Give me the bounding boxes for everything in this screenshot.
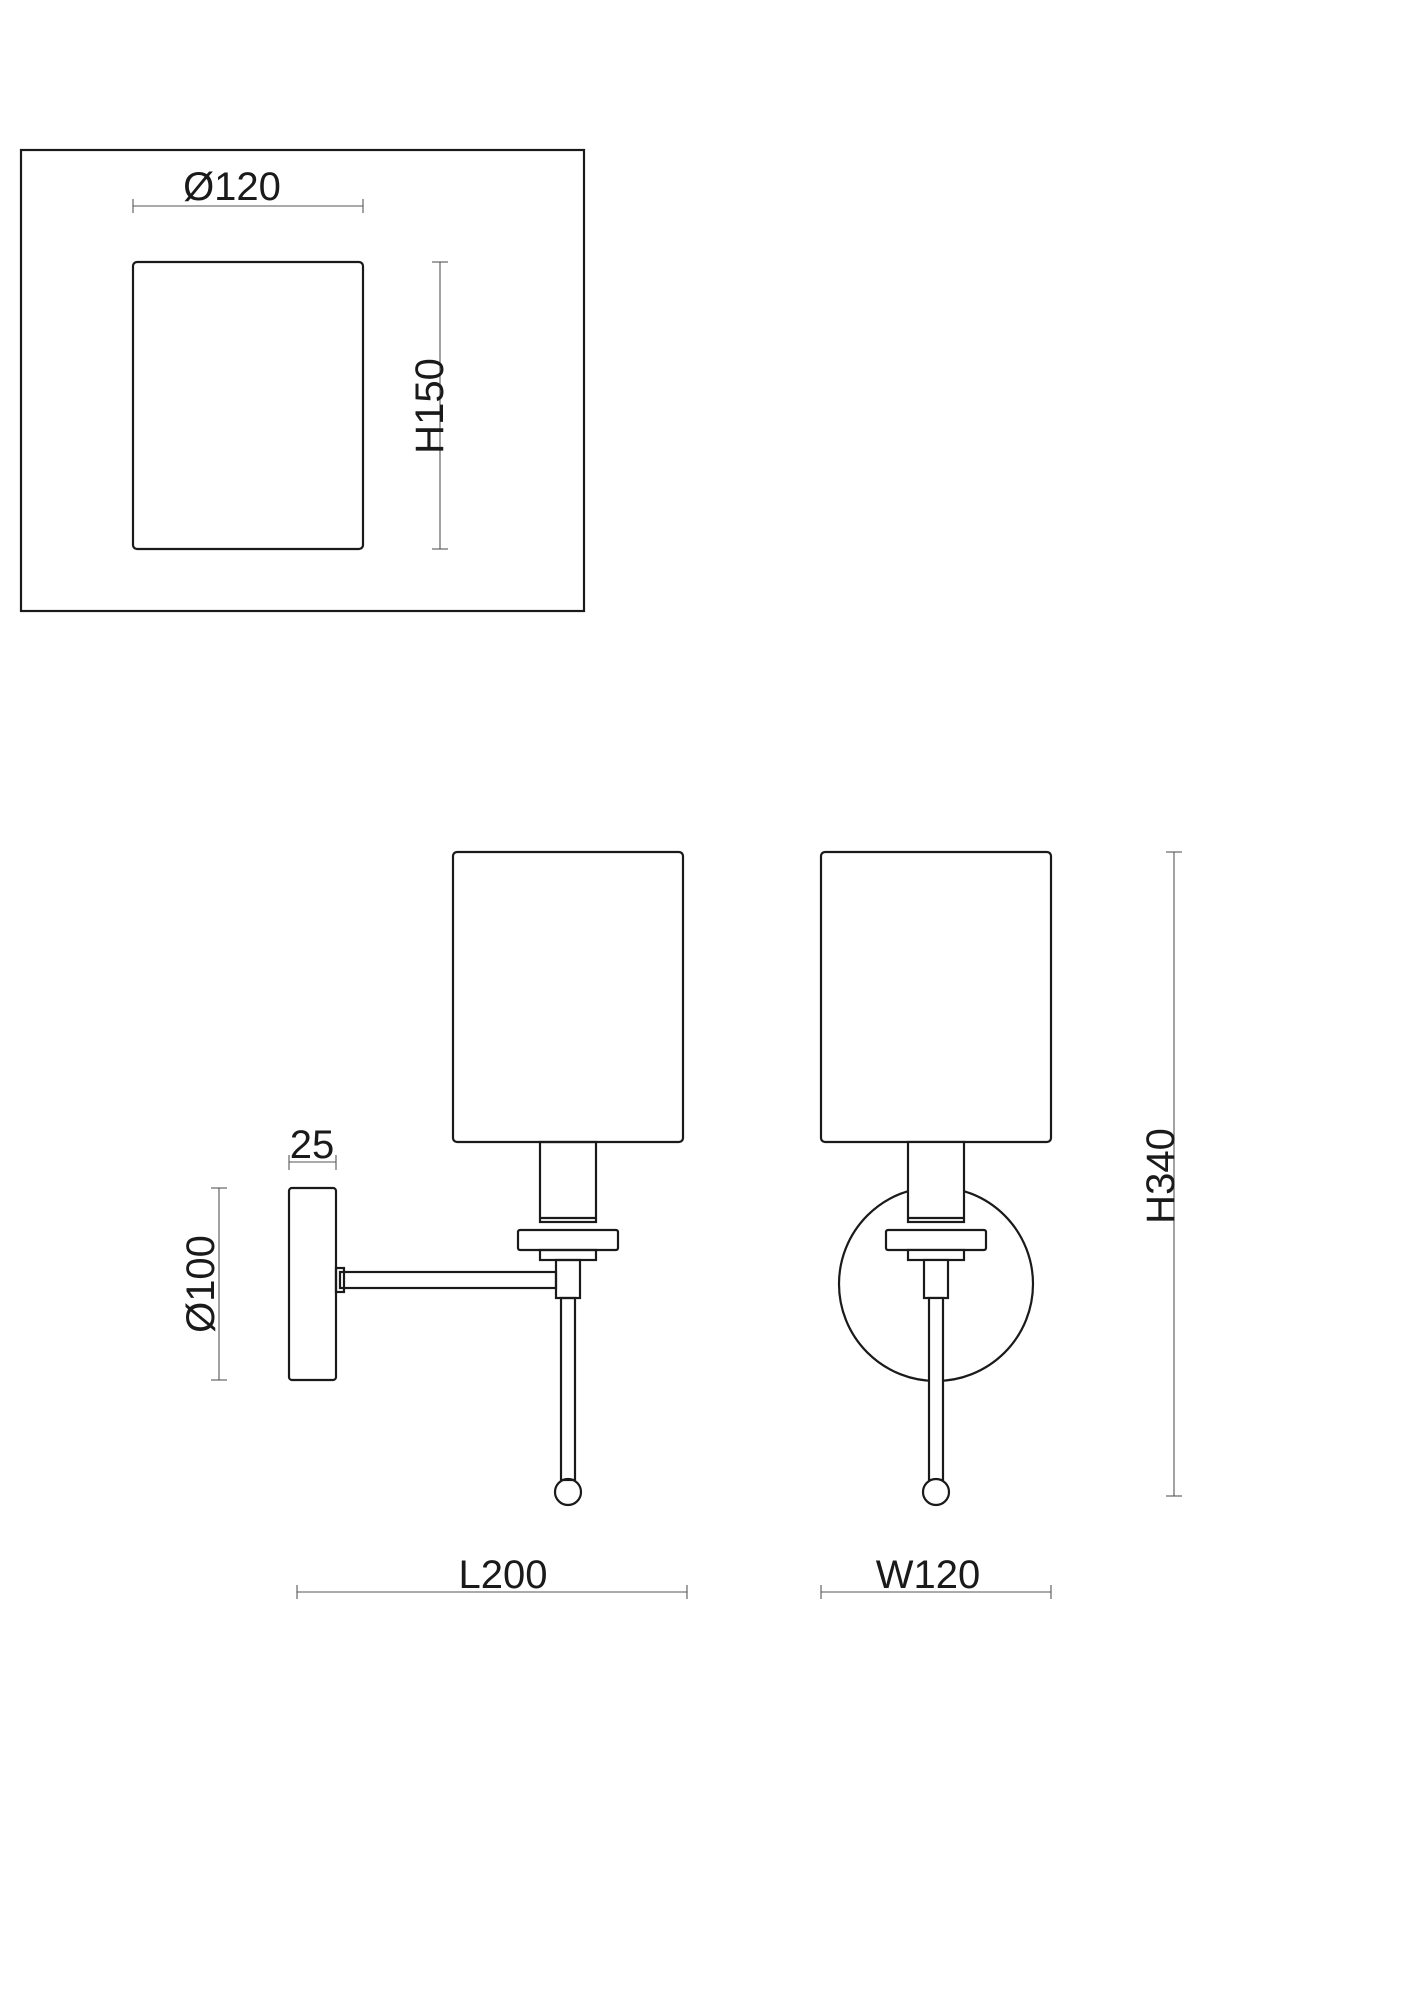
front-drop-rod: [927, 1296, 945, 1482]
shade-diameter-label: Ø120: [183, 165, 281, 209]
side-arm: [338, 1270, 558, 1290]
length-label: L200: [459, 1553, 548, 1597]
height-label: H340: [1139, 1128, 1183, 1224]
side-backplate: [287, 1186, 338, 1382]
front-stem: [906, 1140, 966, 1224]
backplate-diameter-label: Ø100: [179, 1235, 223, 1333]
front-view: W120 H340: [819, 850, 1183, 1599]
front-finial: [921, 1477, 951, 1507]
front-shade: [819, 850, 1053, 1144]
side-stem: [538, 1140, 598, 1224]
side-view: 25 Ø100 L200: [179, 850, 688, 1599]
side-collar: [516, 1228, 620, 1252]
shade-diameter-dimension: Ø120: [132, 165, 364, 213]
shade-height-label: H150: [408, 358, 452, 454]
backplate-diameter-dimension: Ø100: [179, 1187, 227, 1381]
backplate-depth-label: 25: [290, 1123, 335, 1167]
front-collar: [884, 1228, 988, 1252]
width-label: W120: [876, 1553, 981, 1597]
side-shade: [451, 850, 685, 1144]
shade-height-dimension: H150: [408, 261, 452, 550]
length-dimension: L200: [296, 1553, 688, 1599]
backplate-depth-dimension: 25: [288, 1123, 337, 1170]
side-finial: [553, 1477, 583, 1507]
shade-detail-panel: Ø120 H150: [19, 148, 586, 613]
side-drop-rod: [559, 1296, 577, 1482]
detail-frame: [19, 148, 586, 613]
shade-outline: [131, 260, 365, 551]
height-dimension: H340: [1139, 851, 1183, 1497]
width-dimension: W120: [820, 1553, 1052, 1599]
